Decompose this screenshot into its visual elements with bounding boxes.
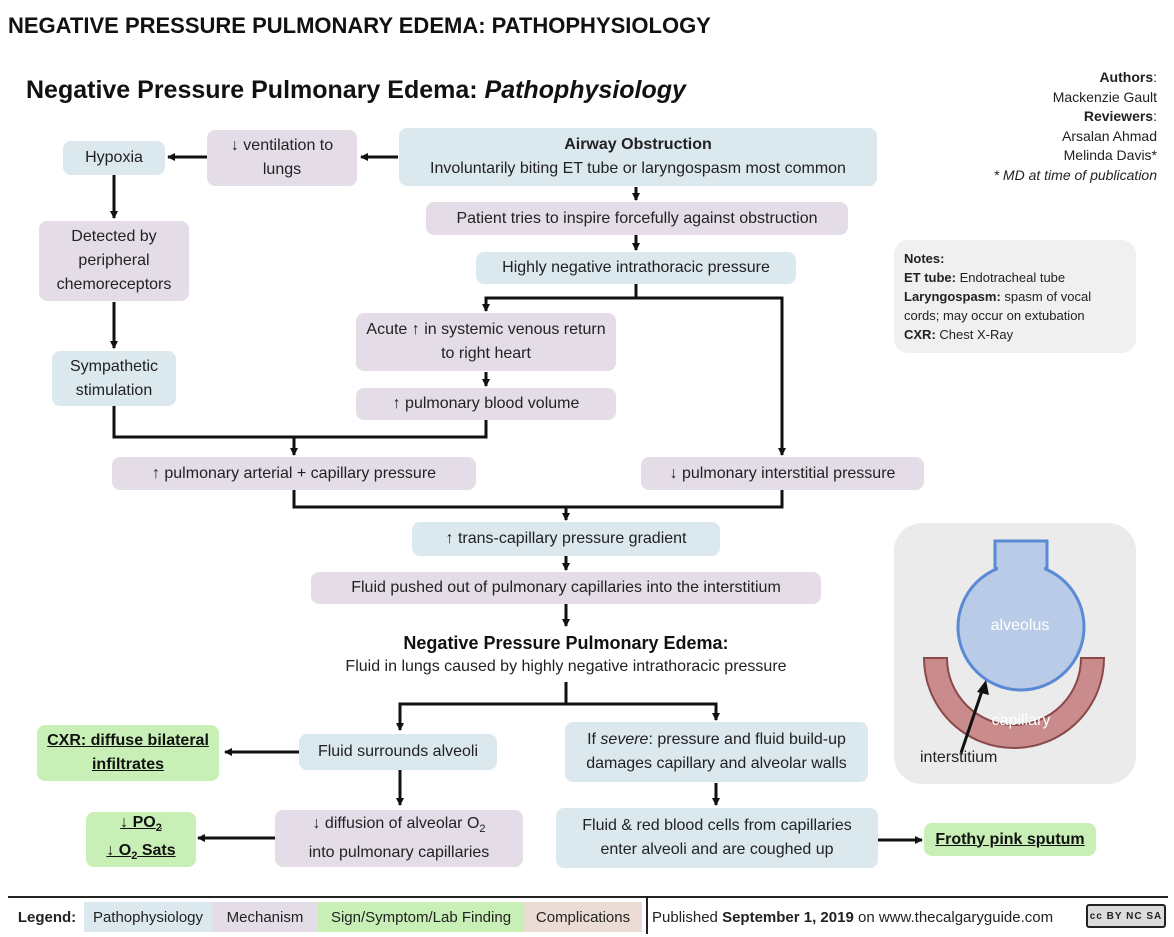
node-negative-pressure: Highly negative intrathoracic pressure: [476, 252, 796, 284]
node-inspire: Patient tries to inspire forcefully agai…: [426, 202, 848, 235]
publication-info: Published September 1, 2019 on www.theca…: [652, 908, 1054, 926]
po2-finding: ↓ PO2: [120, 814, 162, 835]
notes-title: Notes:: [904, 251, 945, 266]
alveolus-label: alveolus: [990, 617, 1050, 634]
node-sympathetic: Sympathetic stimulation: [52, 351, 176, 406]
npe-subtitle: Fluid in lungs caused by highly negative…: [345, 658, 787, 675]
credits: Authors: Mackenzie Gault Reviewers: Arsa…: [994, 68, 1157, 185]
node-frothy-sputum: Frothy pink sputum: [924, 823, 1096, 856]
diffusion-line1: ↓ diffusion of alveolar O2: [312, 814, 486, 836]
node-venous-return: Acute ↑ in systemic venous return to rig…: [356, 313, 616, 371]
interstitium-pointer: [959, 687, 985, 754]
npe-title: Negative Pressure Pulmonary Edema:: [403, 633, 729, 653]
node-diffusion: ↓ diffusion of alveolar O2 into pulmonar…: [275, 810, 523, 867]
footer-divider: [8, 896, 1168, 898]
node-arterial-pressure: ↑ pulmonary arterial + capillary pressur…: [112, 457, 476, 490]
airway-subtitle: Involuntarily biting ET tube or laryngos…: [430, 160, 846, 177]
reviewer-name: Melinda Davis*: [1063, 147, 1157, 163]
node-cxr-infiltrates: CXR: diffuse bilateral infiltrates: [37, 725, 219, 781]
note-item: ET tube: Endotracheal tube: [904, 270, 1066, 285]
interstitium-label: interstitium: [920, 749, 998, 766]
sputum-finding: Frothy pink sputum: [935, 830, 1085, 848]
arrow-negpressure-to-venous: [482, 284, 638, 312]
node-npe-definition: Negative Pressure Pulmonary Edema: Fluid…: [300, 630, 832, 682]
reviewer-name: Arsalan Ahmad: [1062, 127, 1157, 144]
cc-license-badge: cc BY NC SA: [1086, 904, 1166, 928]
author-name: Mackenzie Gault: [1052, 88, 1157, 105]
legend-pathophysiology: Pathophysiology: [84, 902, 212, 932]
note-item: Laryngospasm: spasm of vocal cords; may …: [904, 289, 1092, 323]
credits-footnote: * MD at time of publication: [993, 166, 1157, 183]
capillary-label: capillary: [991, 712, 1051, 729]
legend-label: Legend:: [17, 908, 77, 926]
node-pressure-gradient: ↑ trans-capillary pressure gradient: [412, 522, 720, 556]
diagram-title-italic: Pathophysiology: [484, 76, 686, 104]
reviewers-label: Reviewers: [1083, 108, 1154, 124]
o2-sats-finding: ↓ O2 Sats: [106, 841, 176, 862]
diagram-title-main: Negative Pressure Pulmonary Edema:: [26, 76, 485, 104]
line-arterial-merge: [292, 490, 784, 509]
diagram-title: Negative Pressure Pulmonary Edema: Patho…: [26, 76, 686, 105]
node-interstitial-pressure: ↓ pulmonary interstitial pressure: [641, 457, 924, 490]
node-red-cells: Fluid & red blood cells from capillaries…: [556, 808, 878, 868]
airway-title: Airway Obstruction: [564, 136, 712, 153]
legend-complications: Complications: [524, 902, 642, 932]
line-sympathetic-merge: [112, 406, 488, 439]
note-item: CXR: Chest X-Ray: [904, 327, 1014, 342]
cxr-finding: CXR: diffuse bilateral infiltrates: [47, 732, 209, 773]
arrow-npe-to-severe: [566, 702, 720, 721]
authors-label: Authors: [1099, 69, 1154, 85]
node-chemoreceptors: Detected by peripheral chemoreceptors: [39, 221, 189, 301]
diffusion-line2: into pulmonary capillaries: [308, 844, 490, 862]
arrow-negpressure-to-interstitial: [636, 296, 786, 456]
notes-panel: Notes: ET tube: Endotracheal tube Laryng…: [894, 240, 1136, 353]
legend-sign-symptom: Sign/Symptom/Lab Finding: [318, 902, 524, 932]
arrow-npe-to-surrounds: [396, 682, 568, 731]
node-fluid-pushed: Fluid pushed out of pulmonary capillarie…: [311, 572, 821, 604]
alveolus-drawing: [922, 539, 1106, 754]
node-severe-damage: If severe: pressure and fluid build-up d…: [565, 722, 868, 782]
node-airway-obstruction: Airway Obstruction Involuntarily biting …: [399, 128, 877, 186]
page-title: NEGATIVE PRESSURE PULMONARY EDEMA: PATHO…: [8, 13, 711, 38]
node-hypoxia: Hypoxia: [63, 141, 165, 175]
node-po2-sats: ↓ PO2 ↓ O2 Sats: [86, 812, 196, 867]
node-fluid-surrounds: Fluid surrounds alveoli: [299, 734, 497, 770]
node-blood-volume: ↑ pulmonary blood volume: [356, 388, 616, 420]
legend-separator: [646, 898, 648, 934]
legend-mechanism: Mechanism: [212, 902, 318, 932]
node-ventilation: ↓ ventilation to lungs: [207, 130, 357, 186]
